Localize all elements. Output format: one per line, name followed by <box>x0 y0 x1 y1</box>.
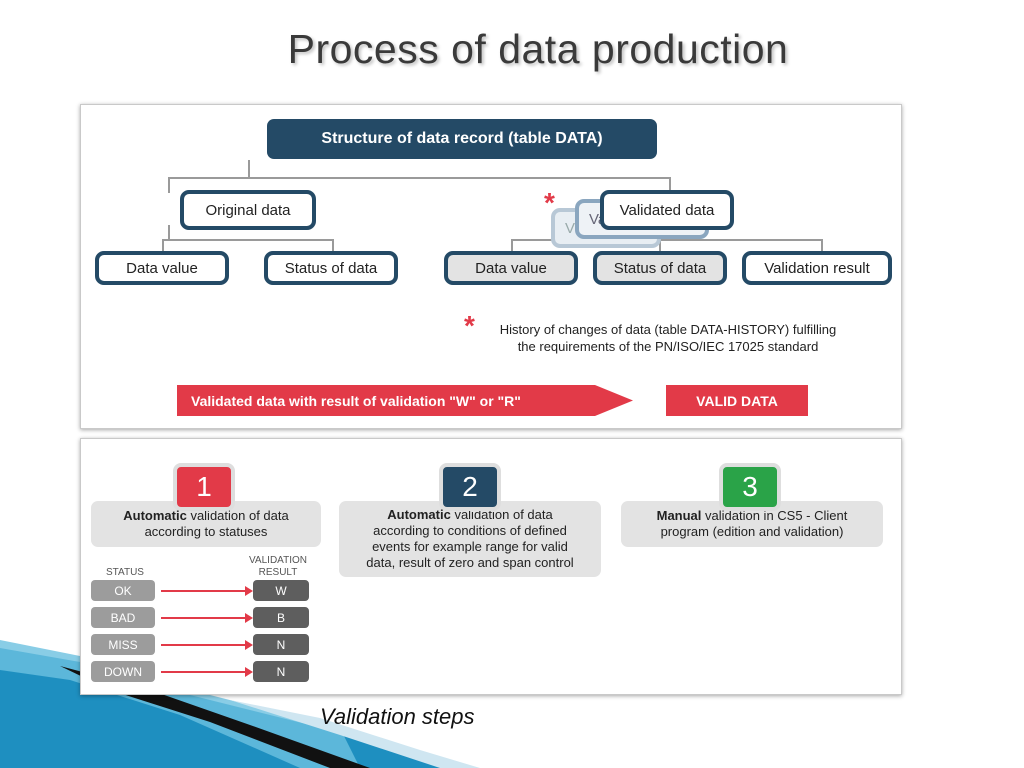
condition-arrow-shape <box>177 385 633 416</box>
status-ok: OK <box>91 580 155 601</box>
original-status: Status of data <box>264 251 398 285</box>
status-down: DOWN <box>91 661 155 682</box>
history-note-line2: the requirements of the PN/ISO/IEC 17025… <box>517 339 819 354</box>
validated-data-value: Data value <box>444 251 578 285</box>
branch-v-result <box>821 239 823 253</box>
condition-label: Validated data with result of validation… <box>191 392 521 409</box>
result-w: W <box>253 580 309 601</box>
step-2-bold: Automatic <box>387 507 451 522</box>
original-down <box>168 225 170 241</box>
step-2-number: 2 <box>439 463 501 511</box>
validated-data-node: Validated data <box>600 190 734 230</box>
root-stem <box>248 160 250 178</box>
original-data-node: Original data <box>180 190 316 230</box>
status-miss: MISS <box>91 634 155 655</box>
step-1-line2: according to statuses <box>144 524 268 539</box>
step-3-bold: Manual <box>656 508 702 523</box>
history-note-line1: History of changes of data (table DATA-H… <box>499 322 837 337</box>
step-1-card: Automatic validation of data according t… <box>91 501 321 547</box>
result-column-header: VALIDATION RESULT <box>243 555 313 579</box>
history-asterisk-icon: * <box>544 187 555 218</box>
arrow-right-icon <box>161 667 253 677</box>
history-note: History of changes of data (table DATA-H… <box>481 321 855 355</box>
step-3-line2: program (edition and validation) <box>660 524 844 539</box>
step-2-line4: data, result of zero and span control <box>366 555 574 570</box>
valid-data-badge: VALID DATA <box>666 385 808 416</box>
original-stem <box>168 177 170 193</box>
page-title: Process of data production <box>287 26 789 72</box>
step-3-number: 3 <box>719 463 781 511</box>
step-2-line3: events for example range for valid <box>372 539 568 554</box>
original-children-branch <box>162 239 332 241</box>
arrow-right-icon <box>161 640 253 650</box>
branch-status <box>332 239 334 253</box>
step-1-bold: Automatic <box>123 508 187 523</box>
result-header-line2: RESULT <box>258 567 298 578</box>
status-bad: BAD <box>91 607 155 628</box>
validated-children-branch <box>511 239 821 241</box>
step-3-line1: validation in CS5 - Client <box>701 508 848 523</box>
branch-data-value <box>162 239 164 253</box>
step-1-line1: validation of data <box>186 508 289 523</box>
result-b: B <box>253 607 309 628</box>
note-asterisk-icon: * <box>464 310 475 341</box>
step-2-card: Automatic validation of data according t… <box>339 501 601 577</box>
branch-v-status <box>659 239 661 253</box>
branch-v-data-value <box>511 239 513 253</box>
result-n-down: N <box>253 661 309 682</box>
deco-pale-stripe <box>230 700 480 768</box>
arrow-right-icon <box>161 586 253 596</box>
root-branch <box>168 177 670 179</box>
step-1-number: 1 <box>173 463 235 511</box>
root-node: Structure of data record (table DATA) <box>267 119 657 159</box>
caption: Validation steps <box>320 704 475 729</box>
result-n-miss: N <box>253 634 309 655</box>
validated-stem <box>669 177 671 193</box>
result-header-line1: VALIDATION <box>249 555 307 566</box>
status-column-header: STATUS <box>106 567 144 578</box>
structure-panel: Structure of data record (table DATA) Or… <box>80 104 902 429</box>
validation-steps-panel: Automatic validation of data according t… <box>80 438 902 695</box>
validation-result: Validation result <box>742 251 892 285</box>
validated-status: Status of data <box>593 251 727 285</box>
original-data-value: Data value <box>95 251 229 285</box>
arrow-right-icon <box>161 613 253 623</box>
step-2-line2: according to conditions of defined <box>373 523 567 538</box>
